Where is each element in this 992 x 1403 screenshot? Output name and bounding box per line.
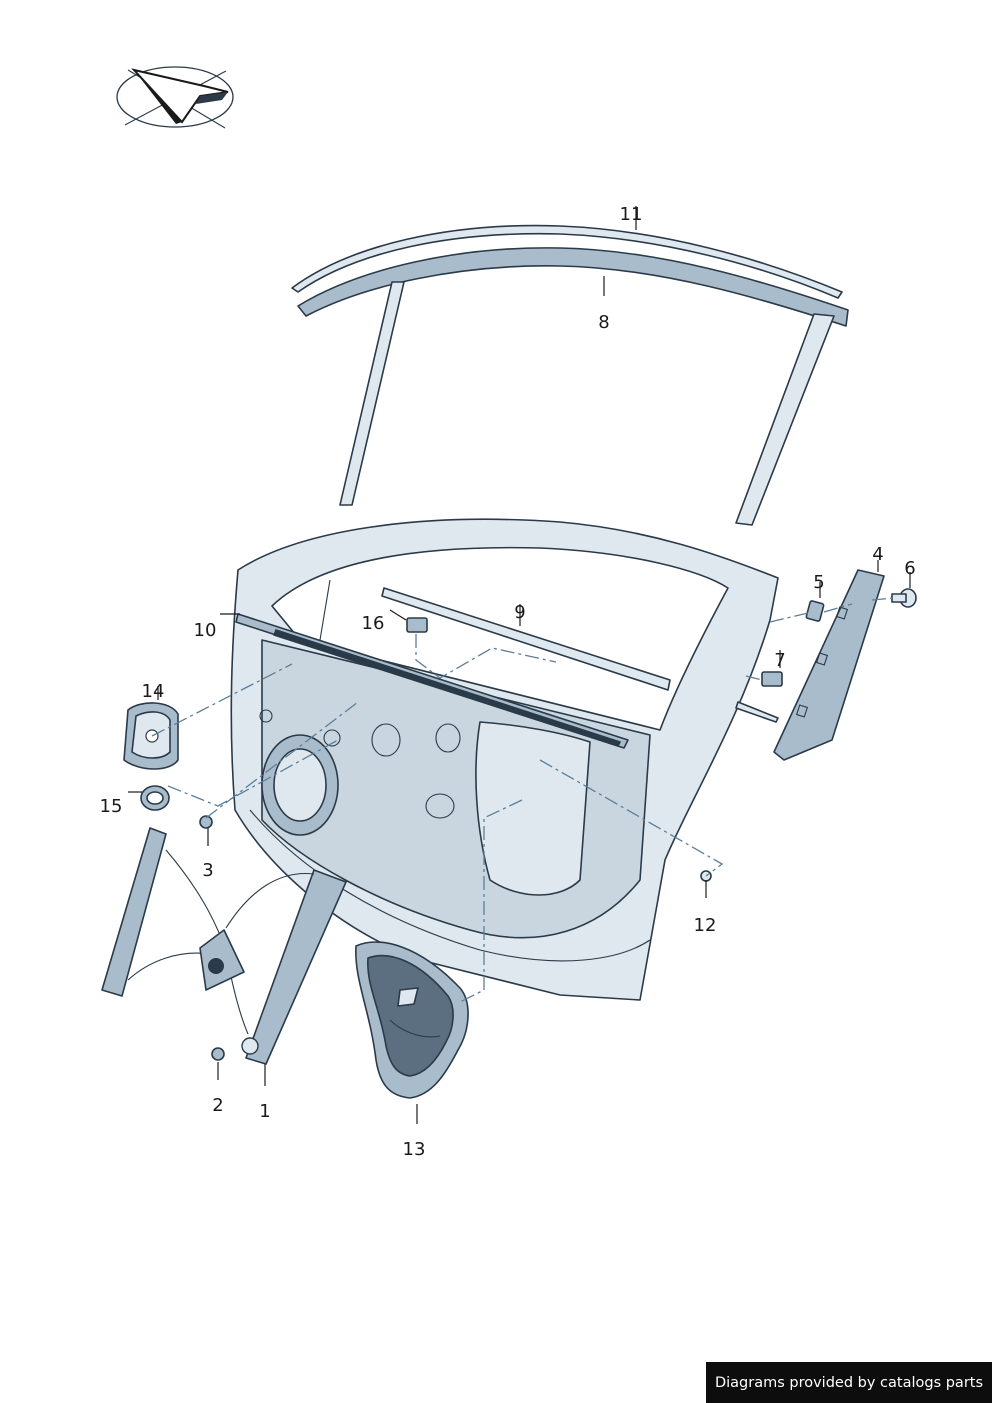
part-8-window-seal bbox=[297, 247, 849, 526]
part-15-ring bbox=[140, 785, 170, 811]
callout-9: 9 bbox=[514, 602, 525, 623]
callout-8: 8 bbox=[598, 312, 609, 333]
part-6-bolt bbox=[891, 588, 917, 608]
callout-11: 11 bbox=[620, 204, 643, 225]
callout-13: 13 bbox=[403, 1139, 426, 1160]
part-11-roof-moulding bbox=[291, 224, 843, 299]
callout-3: 3 bbox=[202, 860, 213, 881]
part-5-clip bbox=[805, 600, 825, 622]
callout-16: 16 bbox=[362, 613, 385, 634]
callout-15: 15 bbox=[100, 796, 123, 817]
part-3-nut bbox=[199, 815, 213, 829]
callout-labels: 1 2 3 4 5 6 7 8 9 10 11 12 13 14 15 16 bbox=[100, 204, 916, 1160]
callout-4: 4 bbox=[872, 544, 883, 565]
callout-10: 10 bbox=[194, 620, 217, 641]
callout-2: 2 bbox=[212, 1095, 223, 1116]
part-10-inner-waist-seal bbox=[235, 613, 629, 749]
compass-logo-icon bbox=[116, 66, 234, 129]
construction-lines bbox=[151, 597, 895, 1003]
callout-14: 14 bbox=[142, 681, 165, 702]
callout-1: 1 bbox=[259, 1101, 270, 1122]
door-shell bbox=[230, 518, 779, 1001]
part-14-grommet bbox=[123, 702, 179, 770]
credit-banner: Diagrams provided by catalogs parts bbox=[706, 1362, 992, 1403]
part-16-clip bbox=[406, 617, 428, 633]
leader-lines bbox=[128, 206, 911, 1124]
callout-6: 6 bbox=[904, 558, 915, 579]
part-7-pad bbox=[761, 671, 783, 687]
part-4-guide-rail bbox=[773, 569, 885, 761]
callout-7: 7 bbox=[774, 650, 785, 671]
part-13-door-trim-panel bbox=[355, 941, 469, 1099]
part-1-window-regulator bbox=[101, 827, 347, 1065]
callout-12: 12 bbox=[694, 915, 717, 936]
part-9-outer-waist-seal bbox=[381, 587, 779, 723]
callout-5: 5 bbox=[813, 572, 824, 593]
part-2-nut bbox=[211, 1047, 225, 1061]
